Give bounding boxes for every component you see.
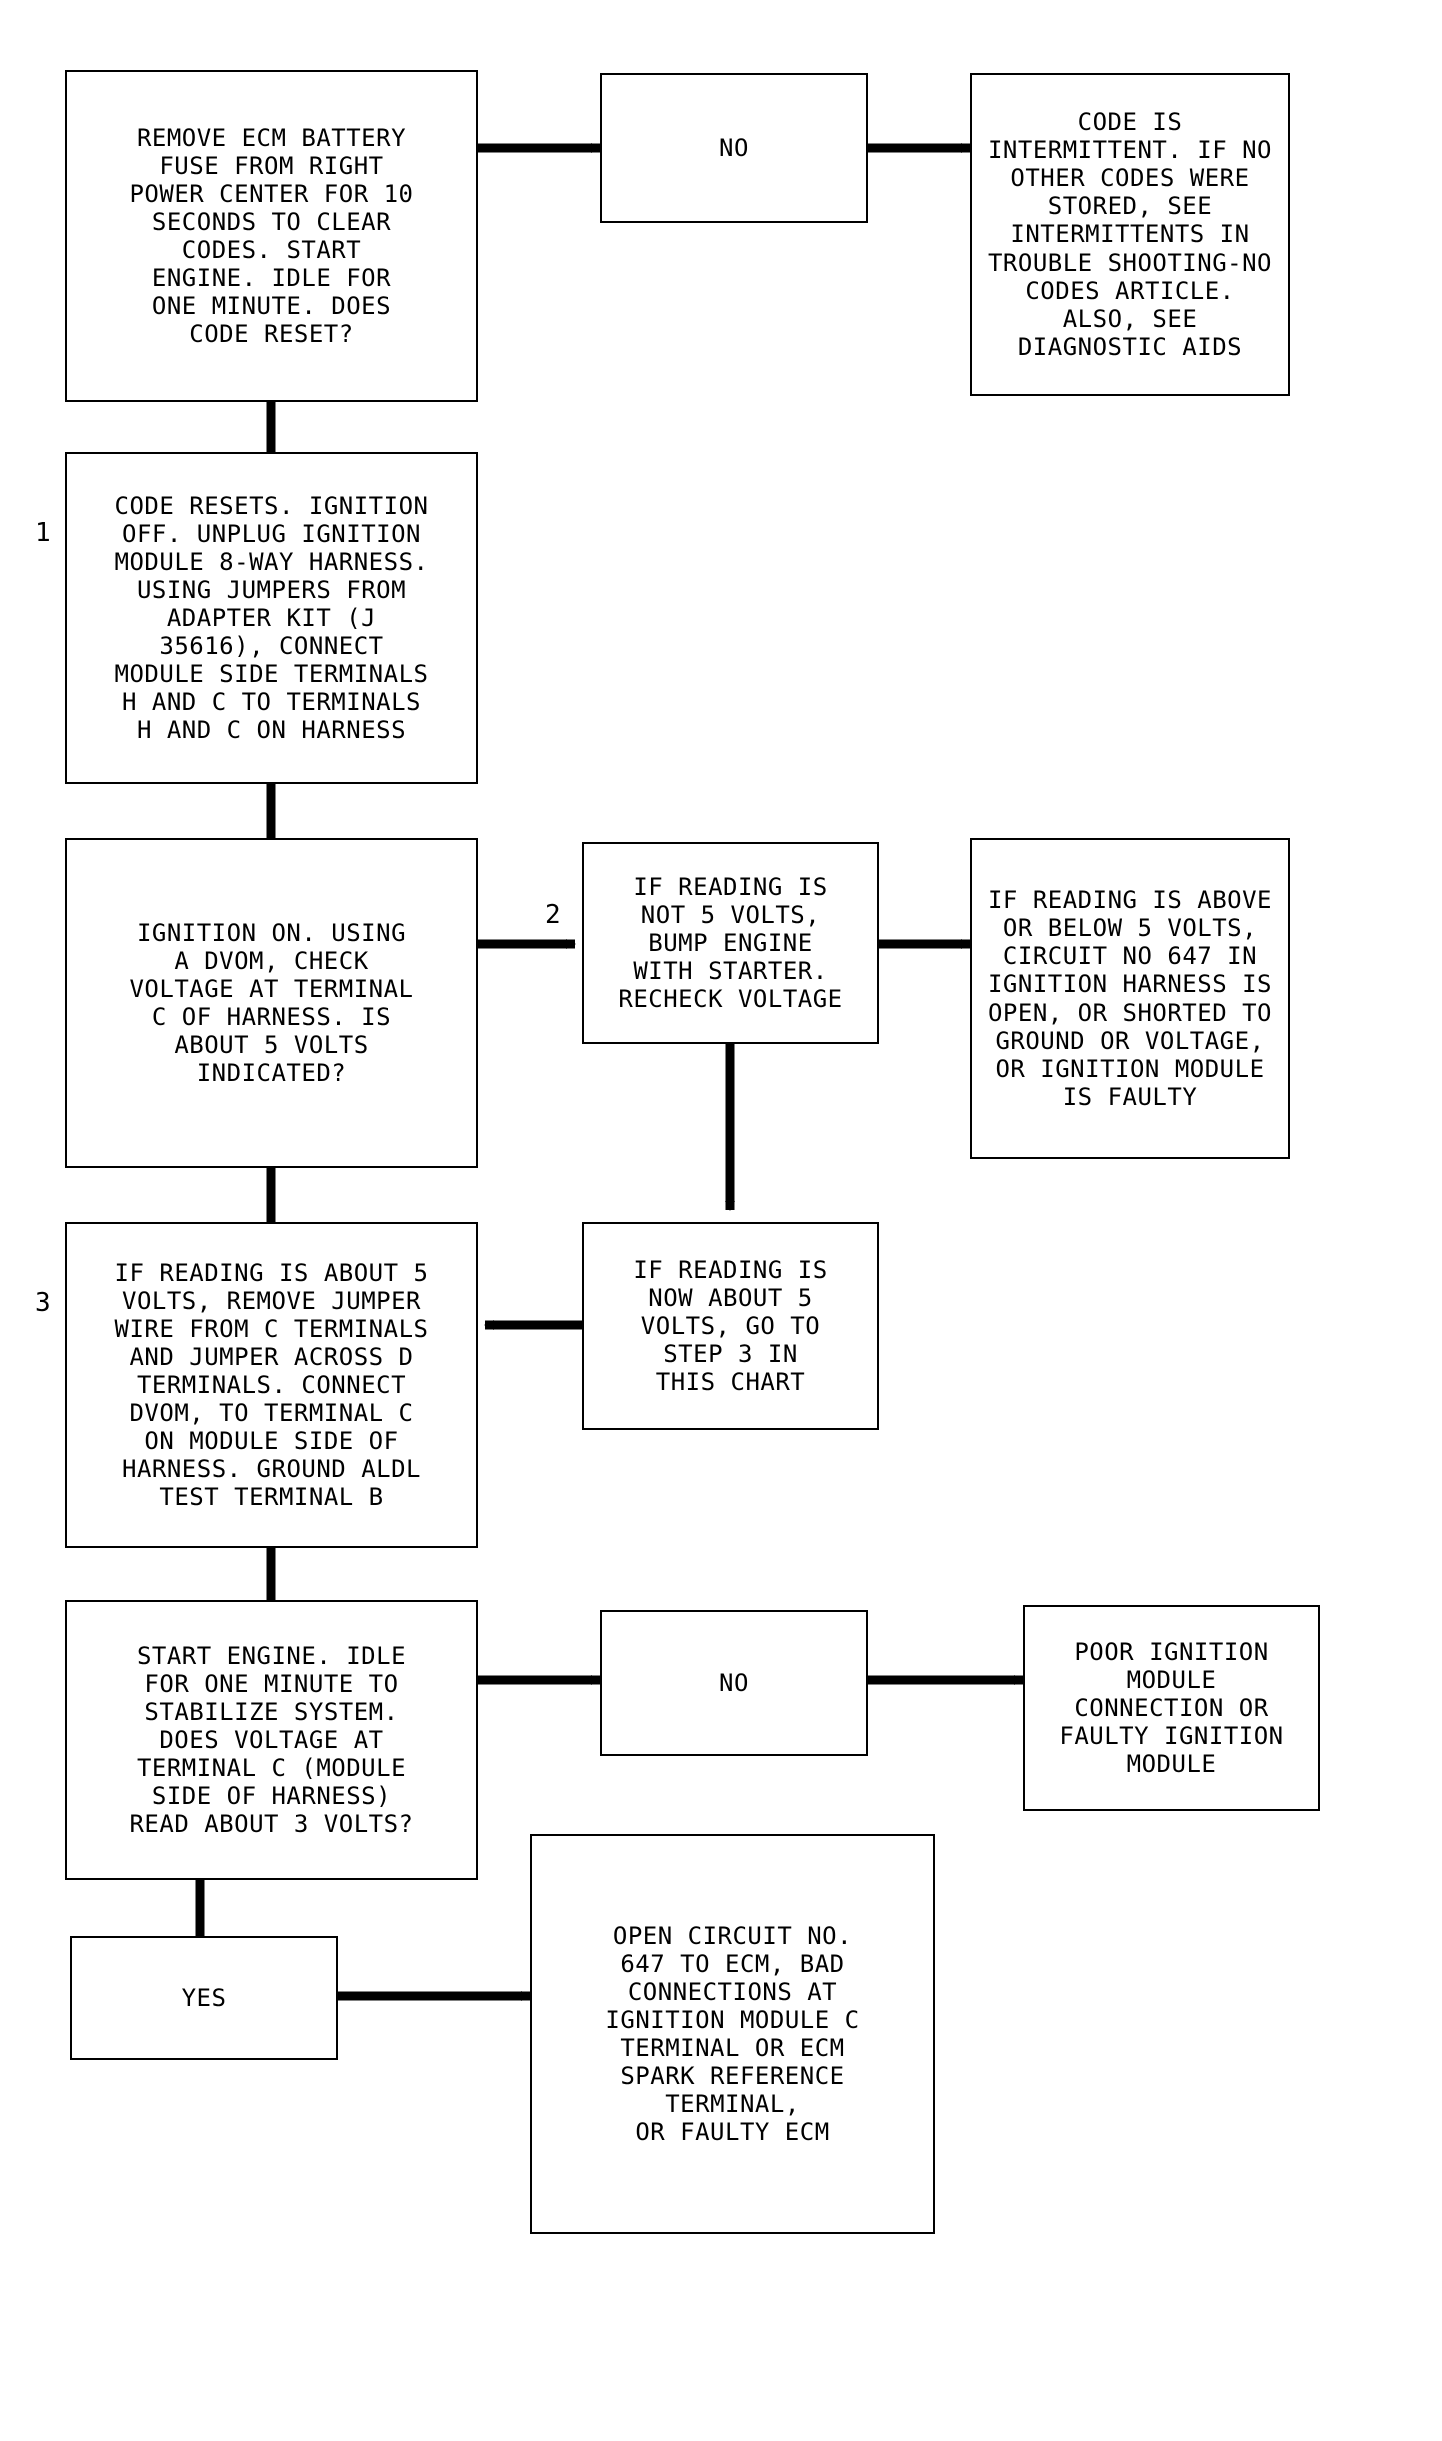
step-number-2: 2 bbox=[545, 900, 561, 930]
answer-box-no-2: NO bbox=[600, 1610, 868, 1756]
step-number-1: 1 bbox=[35, 518, 51, 548]
answer-box-yes: YES bbox=[70, 1936, 338, 2060]
step-box-code-resets: CODE RESETS. IGNITION OFF. UNPLUG IGNITI… bbox=[65, 452, 478, 784]
step-box-not-5-volts: IF READING IS NOT 5 VOLTS, BUMP ENGINE W… bbox=[582, 842, 879, 1044]
answer-box-no-1: NO bbox=[600, 73, 868, 223]
step-text-reading-about-5: IF READING IS ABOUT 5 VOLTS, REMOVE JUMP… bbox=[114, 1258, 429, 1512]
step-text-ignition-on: IGNITION ON. USING A DVOM, CHECK VOLTAGE… bbox=[129, 918, 414, 1088]
step-number-3: 3 bbox=[35, 1288, 51, 1318]
step-text-now-about-5: IF READING IS NOW ABOUT 5 VOLTS, GO TO S… bbox=[633, 1255, 828, 1397]
answer-text-no-1: NO bbox=[719, 133, 749, 162]
result-box-open-circuit: OPEN CIRCUIT NO. 647 TO ECM, BAD CONNECT… bbox=[530, 1834, 935, 2234]
result-text-poor-ignition: POOR IGNITION MODULE CONNECTION OR FAULT… bbox=[1059, 1637, 1284, 1779]
step-box-ignition-on: IGNITION ON. USING A DVOM, CHECK VOLTAGE… bbox=[65, 838, 478, 1168]
step-box-reading-about-5: IF READING IS ABOUT 5 VOLTS, REMOVE JUMP… bbox=[65, 1222, 478, 1548]
step-box-now-about-5: IF READING IS NOW ABOUT 5 VOLTS, GO TO S… bbox=[582, 1222, 879, 1430]
step-text-remove-fuse: REMOVE ECM BATTERY FUSE FROM RIGHT POWER… bbox=[129, 123, 414, 349]
step-text-not-5-volts: IF READING IS NOT 5 VOLTS, BUMP ENGINE W… bbox=[618, 872, 843, 1014]
step-text-code-resets: CODE RESETS. IGNITION OFF. UNPLUG IGNITI… bbox=[114, 491, 429, 745]
result-text-open-circuit: OPEN CIRCUIT NO. 647 TO ECM, BAD CONNECT… bbox=[605, 1921, 860, 2147]
result-box-poor-ignition: POOR IGNITION MODULE CONNECTION OR FAULT… bbox=[1023, 1605, 1320, 1811]
result-box-intermittent: CODE IS INTERMITTENT. IF NO OTHER CODES … bbox=[970, 73, 1290, 396]
result-text-above-below: IF READING IS ABOVE OR BELOW 5 VOLTS, CI… bbox=[987, 886, 1273, 1111]
step-box-remove-fuse: REMOVE ECM BATTERY FUSE FROM RIGHT POWER… bbox=[65, 70, 478, 402]
step-box-start-engine: START ENGINE. IDLE FOR ONE MINUTE TO STA… bbox=[65, 1600, 478, 1880]
result-text-intermittent: CODE IS INTERMITTENT. IF NO OTHER CODES … bbox=[987, 108, 1273, 361]
step-text-start-engine: START ENGINE. IDLE FOR ONE MINUTE TO STA… bbox=[129, 1641, 414, 1839]
answer-text-yes: YES bbox=[181, 1983, 227, 2012]
result-box-above-below: IF READING IS ABOVE OR BELOW 5 VOLTS, CI… bbox=[970, 838, 1290, 1159]
answer-text-no-2: NO bbox=[719, 1668, 749, 1697]
